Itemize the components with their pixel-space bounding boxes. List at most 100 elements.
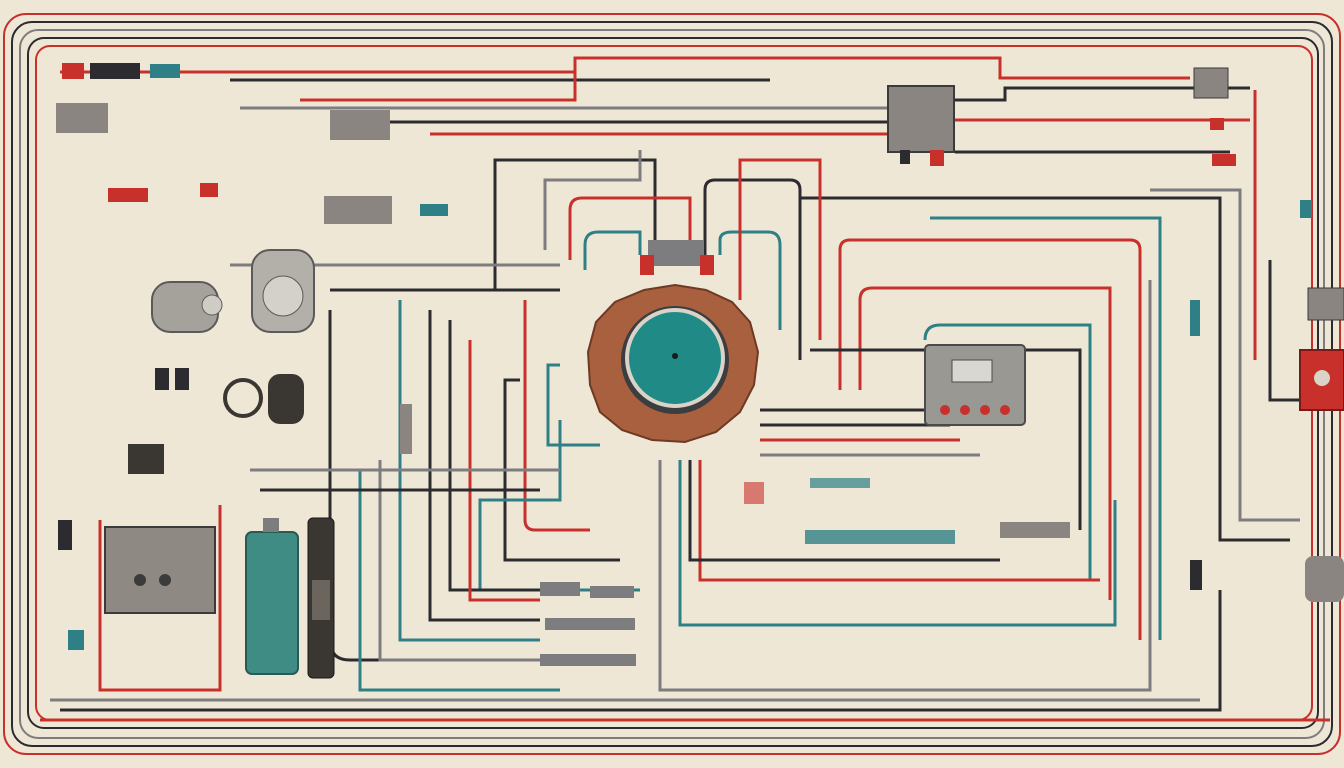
central-motor — [586, 240, 760, 444]
wire-black — [428, 310, 540, 622]
circuit-board-icon — [104, 526, 216, 614]
wire-teal — [358, 470, 560, 692]
wire-grey — [658, 280, 1152, 692]
connector — [1193, 67, 1229, 99]
wire-red — [523, 300, 590, 532]
connector — [810, 478, 870, 488]
wire-red — [98, 505, 222, 692]
connector — [545, 618, 635, 630]
relay-box-top — [887, 85, 955, 166]
board-component — [159, 574, 171, 586]
connector — [175, 368, 189, 390]
connector — [1305, 556, 1344, 602]
motor-mount — [648, 240, 704, 266]
connector — [150, 64, 180, 78]
wire-black — [493, 158, 657, 290]
control-knob — [1314, 370, 1330, 386]
teal-battery-pack — [245, 518, 299, 675]
red-control-box — [1299, 349, 1344, 411]
right-loop-wires — [810, 90, 1300, 640]
wire-grey — [378, 460, 540, 662]
connector — [1000, 522, 1070, 538]
connector — [420, 204, 448, 216]
connector — [58, 520, 72, 550]
wire-black — [688, 460, 1000, 562]
wire-teal — [583, 230, 642, 270]
wire-red — [858, 286, 1112, 600]
connector — [805, 530, 955, 544]
relay-terminal — [900, 150, 910, 164]
connector — [1307, 287, 1344, 321]
connector — [155, 368, 169, 390]
control-module — [307, 517, 335, 679]
relay-terminal — [930, 150, 944, 166]
gauge-face — [201, 294, 223, 316]
connector — [540, 654, 636, 666]
connector-blocks — [56, 63, 1344, 666]
wire-black — [60, 590, 1222, 712]
connector — [90, 63, 140, 79]
wire-red — [698, 460, 1100, 582]
pump-port — [262, 275, 304, 317]
motor-terminal — [700, 255, 714, 275]
control-box-icon — [1299, 349, 1344, 411]
grey-circuit-board — [104, 526, 216, 614]
battery-icon — [245, 531, 299, 675]
wire-red — [738, 158, 822, 340]
switch-knob — [1000, 405, 1010, 415]
switch-panel-right — [924, 344, 1026, 426]
top-wire-runs — [60, 56, 1290, 640]
battery-terminal — [263, 518, 279, 532]
switch-knob — [980, 405, 990, 415]
wire-black — [810, 348, 1082, 530]
connector — [1300, 200, 1312, 218]
switch-knob — [960, 405, 970, 415]
relay-icon — [887, 85, 955, 153]
module-screen — [312, 580, 330, 620]
wire-red — [568, 196, 692, 260]
central-harness — [478, 150, 1152, 692]
motor-shaft — [672, 353, 678, 359]
connector — [56, 103, 108, 133]
connector — [324, 196, 392, 224]
switch-display — [951, 359, 993, 383]
left-pump — [251, 249, 315, 333]
connector — [1210, 118, 1224, 130]
connector — [200, 183, 218, 197]
wire-teal — [923, 323, 1092, 580]
motor-terminal — [640, 255, 654, 275]
connector — [268, 374, 304, 424]
connector — [540, 582, 580, 596]
connector — [128, 444, 164, 474]
wire-black — [1268, 260, 1300, 402]
connector — [1190, 560, 1202, 590]
wire-teal — [678, 460, 1117, 627]
wire-teal — [546, 363, 600, 447]
connector — [330, 110, 390, 140]
connector — [223, 378, 263, 418]
switch-knob — [940, 405, 950, 415]
wire-black — [955, 86, 1250, 102]
wire-black — [448, 320, 540, 592]
connector — [108, 188, 148, 202]
connector — [400, 404, 412, 454]
connector — [590, 586, 634, 598]
wire-black — [703, 178, 802, 360]
connector — [744, 482, 764, 504]
switch-panel-icon — [924, 344, 1026, 426]
connector — [1190, 300, 1200, 336]
wire-black — [800, 196, 1290, 542]
wire-teal — [718, 230, 782, 330]
wire-grey — [543, 150, 642, 250]
wire-red — [468, 340, 540, 602]
wire-red — [300, 72, 577, 102]
connector — [1212, 154, 1236, 166]
board-component — [134, 574, 146, 586]
connector — [68, 630, 84, 650]
bottom-wire-runs — [40, 590, 1330, 722]
connector — [62, 63, 84, 79]
wire-teal — [930, 216, 1162, 640]
left-gauge — [151, 281, 223, 333]
wire-red — [60, 56, 1190, 80]
